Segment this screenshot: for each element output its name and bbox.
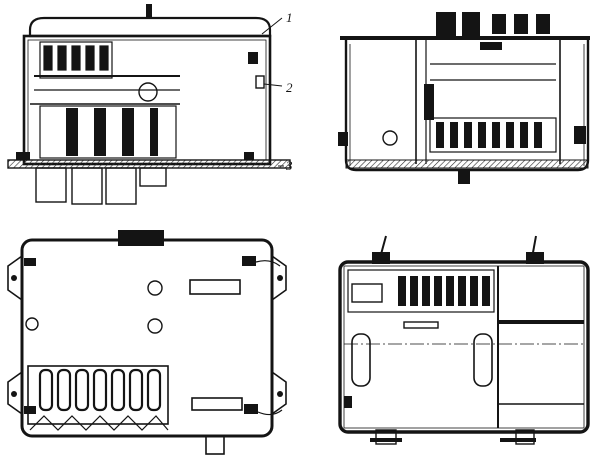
left-foot-bolt	[16, 152, 30, 160]
gland-3	[105, 167, 137, 205]
terminal-row-right	[429, 117, 557, 153]
round-fitting	[138, 82, 158, 102]
lid-handle	[146, 4, 152, 18]
din-rail-upper	[189, 279, 241, 295]
lid	[28, 16, 272, 38]
right-side-bolt	[574, 126, 586, 144]
round-fitting-right	[382, 130, 398, 146]
left-side-bolt	[338, 132, 348, 146]
bottom-drain	[458, 170, 470, 184]
label-plate	[403, 321, 439, 329]
top-terminals	[436, 12, 550, 36]
right-latch	[255, 75, 265, 89]
top-gland-right	[526, 252, 544, 264]
right-screw-top	[248, 52, 258, 64]
view-bottom-left-plan	[7, 230, 287, 455]
view-top-right-section	[338, 12, 590, 184]
enclosure-open	[338, 260, 590, 434]
callout-3: 3	[285, 158, 293, 173]
top-gland-left	[372, 252, 390, 264]
bottom-gland	[205, 435, 225, 455]
inner-support	[424, 84, 434, 120]
top-connector	[480, 42, 502, 50]
gland-4	[139, 167, 167, 187]
top-gland-cluster	[118, 230, 164, 246]
callout-1: 1	[286, 10, 293, 25]
terminal-strip-open	[347, 269, 495, 313]
callout-group: 1 2 3	[261, 10, 293, 173]
din-rail-lower	[191, 397, 243, 411]
bottom-gland-left	[375, 429, 397, 445]
top-bar	[340, 36, 590, 40]
fuse-holders	[351, 333, 493, 387]
mounting-lugs	[7, 255, 287, 415]
view-bottom-right-open	[338, 235, 590, 445]
enclosure-plan	[20, 238, 274, 438]
right-screw-bottom	[244, 152, 254, 160]
gland-1	[35, 167, 67, 203]
view-top-left-section: 1 2 3	[7, 4, 293, 205]
enclosure-body-right	[344, 40, 590, 172]
callout-2: 2	[286, 80, 293, 95]
terminal-bank	[27, 365, 169, 431]
base-flange	[7, 159, 291, 169]
gland-2	[71, 167, 103, 205]
bottom-gland-right	[515, 429, 535, 445]
contactor-blocks	[39, 105, 177, 159]
mounting-holes	[25, 280, 163, 334]
base-right	[345, 159, 589, 169]
terminal-block-top	[39, 41, 113, 79]
